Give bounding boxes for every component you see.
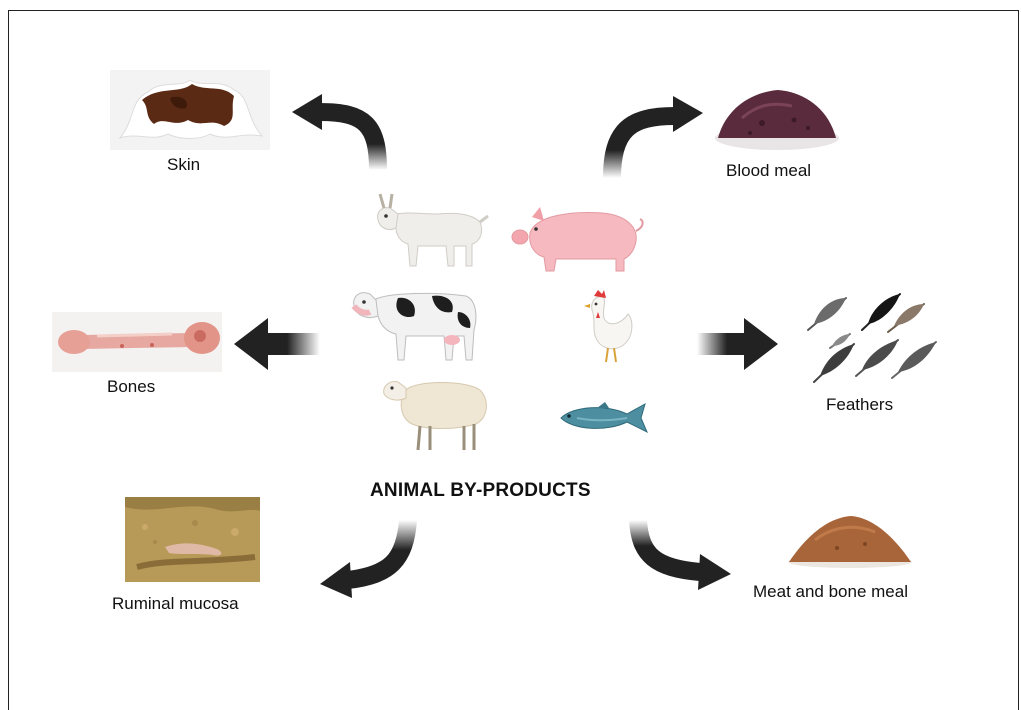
meat-and-bone-meal-label: Meat and bone meal [753, 582, 908, 602]
feathers-label: Feathers [826, 395, 893, 415]
fish-icon [557, 400, 652, 435]
chicken-icon [578, 290, 638, 365]
arrow-to-skin [292, 94, 378, 170]
feathers-image [800, 290, 950, 390]
pig-icon [512, 203, 647, 273]
arrow-to-blood-meal [612, 96, 703, 178]
skin-label: Skin [167, 155, 200, 175]
bones-image [52, 312, 222, 372]
ruminal-mucosa-label: Ruminal mucosa [112, 594, 239, 614]
blood-meal-label: Blood meal [726, 161, 811, 181]
goat-icon [368, 188, 493, 268]
arrow-to-feathers [697, 318, 778, 370]
cow-icon [348, 282, 483, 362]
skin-image [110, 70, 270, 150]
meat-and-bone-meal-image [785, 510, 915, 570]
sheep-icon [376, 372, 491, 452]
arrow-to-ruminal-mucosa [320, 520, 408, 598]
center-title: ANIMAL BY-PRODUCTS [370, 480, 591, 502]
bones-label: Bones [107, 377, 155, 397]
blood-meal-image [712, 78, 842, 153]
arrow-to-bones [234, 318, 320, 370]
ruminal-mucosa-image [125, 497, 260, 582]
arrow-to-meat-and-bone-meal [638, 520, 731, 590]
